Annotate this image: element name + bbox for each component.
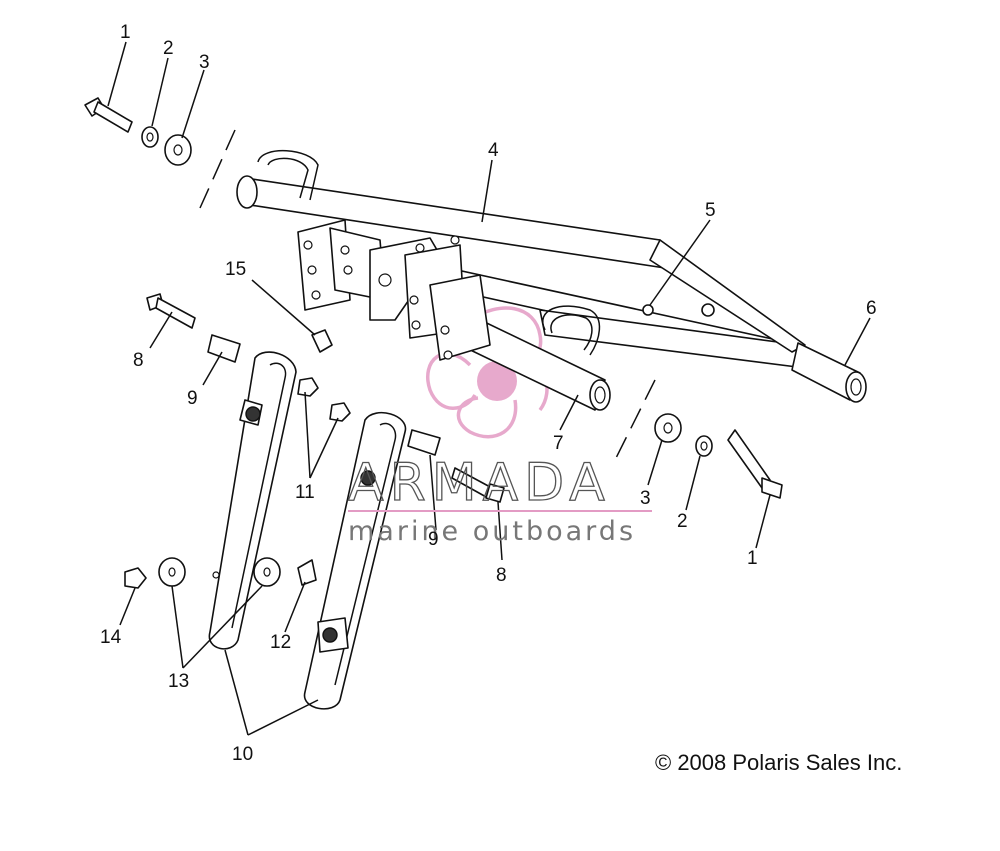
callout-14: 14 [100,627,122,648]
pin-12 [297,559,317,586]
callout-1-top: 1 [120,22,131,43]
callout-3-right: 3 [640,488,651,509]
watermark-brand: ARMADA [348,453,611,513]
nut-11-a [297,377,319,397]
bolt-1-right [727,429,783,499]
callout-4: 4 [488,140,499,161]
callout-2-top: 2 [163,38,174,59]
sleeve-9-left [207,334,241,363]
link-arm-right [303,411,407,710]
callout-2-right: 2 [677,511,688,532]
callout-13: 13 [168,671,189,692]
bolt-1-left [84,97,133,133]
nut-11-b [329,402,351,422]
callout-8-left: 8 [133,350,144,371]
propeller-hub-icon [477,361,517,401]
callout-1-right: 1 [747,548,758,569]
callout-5: 5 [705,200,716,221]
watermark-tagline: marine outboards [348,516,636,547]
callout-6: 6 [866,298,877,319]
callout-3-top: 3 [199,52,210,73]
callout-11: 11 [295,482,315,503]
leader-lines [107,41,871,736]
nut-14 [124,567,147,589]
mount-plates [297,219,491,361]
callout-7: 7 [553,433,564,454]
link-arm-left [208,351,297,650]
callout-15: 15 [225,259,246,280]
callout-12: 12 [270,632,291,653]
grease-fitting-15 [311,329,333,353]
sleeve-9-right [407,429,441,456]
callout-9-left: 9 [187,388,198,409]
callout-8-right: 8 [496,565,507,586]
bolt-8-right [451,467,505,503]
bolt-8-left [146,293,196,329]
callout-10: 10 [232,744,253,765]
copyright-notice: © 2008 Polaris Sales Inc. [655,750,902,775]
callout-labels: 1 2 3 4 5 6 15 8 9 11 7 3 2 1 9 8 14 13 … [100,22,877,765]
callout-9-right: 9 [428,529,439,550]
front-axle-assembly [236,150,867,411]
